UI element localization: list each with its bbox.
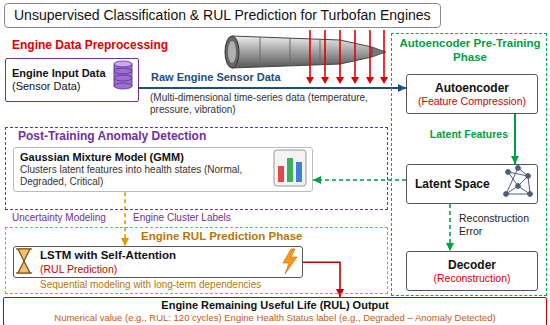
connector [449,204,451,251]
output-box: Engine Remaining Useful Life (RUL) Outpu… [3,297,547,325]
chart-icon [274,150,306,186]
process-box: Autoencoder(Feature Compression) [406,74,538,114]
box-heading: Engine Remaining Useful Life (RUL) Outpu… [161,299,388,312]
network-icon [504,166,533,197]
box-heading: Latent Space [415,177,490,191]
box-heading: Gaussian Mixture Model (GMM) [20,151,184,164]
lightning-icon [283,249,297,274]
box-heading: Autoencoder [435,81,509,95]
connector [139,87,406,89]
edge-label: Raw Engine Sensor Data [150,71,282,84]
turbofan-engine [225,36,386,68]
process-box: Gaussian Mixture Model (GMM)Clusters lat… [13,147,313,192]
box-heading: LSTM with Self-Attention [40,249,176,263]
region-heading: Autoencoder Pre-Training Phase [392,37,548,65]
note-label: Engine Data Preprocessing [12,38,168,52]
note-label: Engine Cluster Labels [133,212,231,224]
process-box: Decoder(Reconstruction) [406,251,538,291]
database-icon [114,61,132,89]
box-text: Clusters latent features into health sta… [20,164,268,188]
hourglass-icon [16,249,32,273]
box-text: (Reconstruction) [433,272,510,285]
phase-region: Autoencoder Pre-Training PhaseAutoencode… [391,33,547,296]
connector [303,262,340,297]
edge-label: Latent Features [413,128,509,141]
note-label: Sequential modeling with long-term depen… [40,279,261,291]
sensor-arrows [306,30,388,84]
box-text: (Sensor Data) [12,80,80,93]
box-heading: Engine Input Data [12,67,106,80]
region-heading: Post-Training Anomaly Detection [18,129,318,143]
note-label: (Multi-dimensional time-series data (tem… [150,92,385,116]
note-label: Uncertainty Modeling [12,212,106,224]
input-box: Engine Input Data(Sensor Data) [5,58,139,102]
box-text: (Feature Compression) [418,95,526,108]
process-box: Latent Space [406,164,538,204]
phase-region: Post-Training Anomaly DetectionGaussian … [5,127,388,210]
connector [514,114,516,164]
connector [124,192,126,246]
region-heading: Engine RUL Prediction Phase [141,230,381,244]
box-heading: Decoder [448,258,496,272]
process-box: LSTM with Self-Attention(RUL Prediction) [13,246,303,278]
box-text: (RUL Prediction) [40,263,117,276]
box-text: Numerical value (e.g., RUL: 120 cycles) … [54,312,495,323]
title-box: Unsupervised Classification & RUL Predic… [4,3,441,28]
title: Unsupervised Classification & RUL Predic… [14,7,431,24]
connector [313,179,406,181]
edge-label: Reconstruction Error [458,212,546,237]
